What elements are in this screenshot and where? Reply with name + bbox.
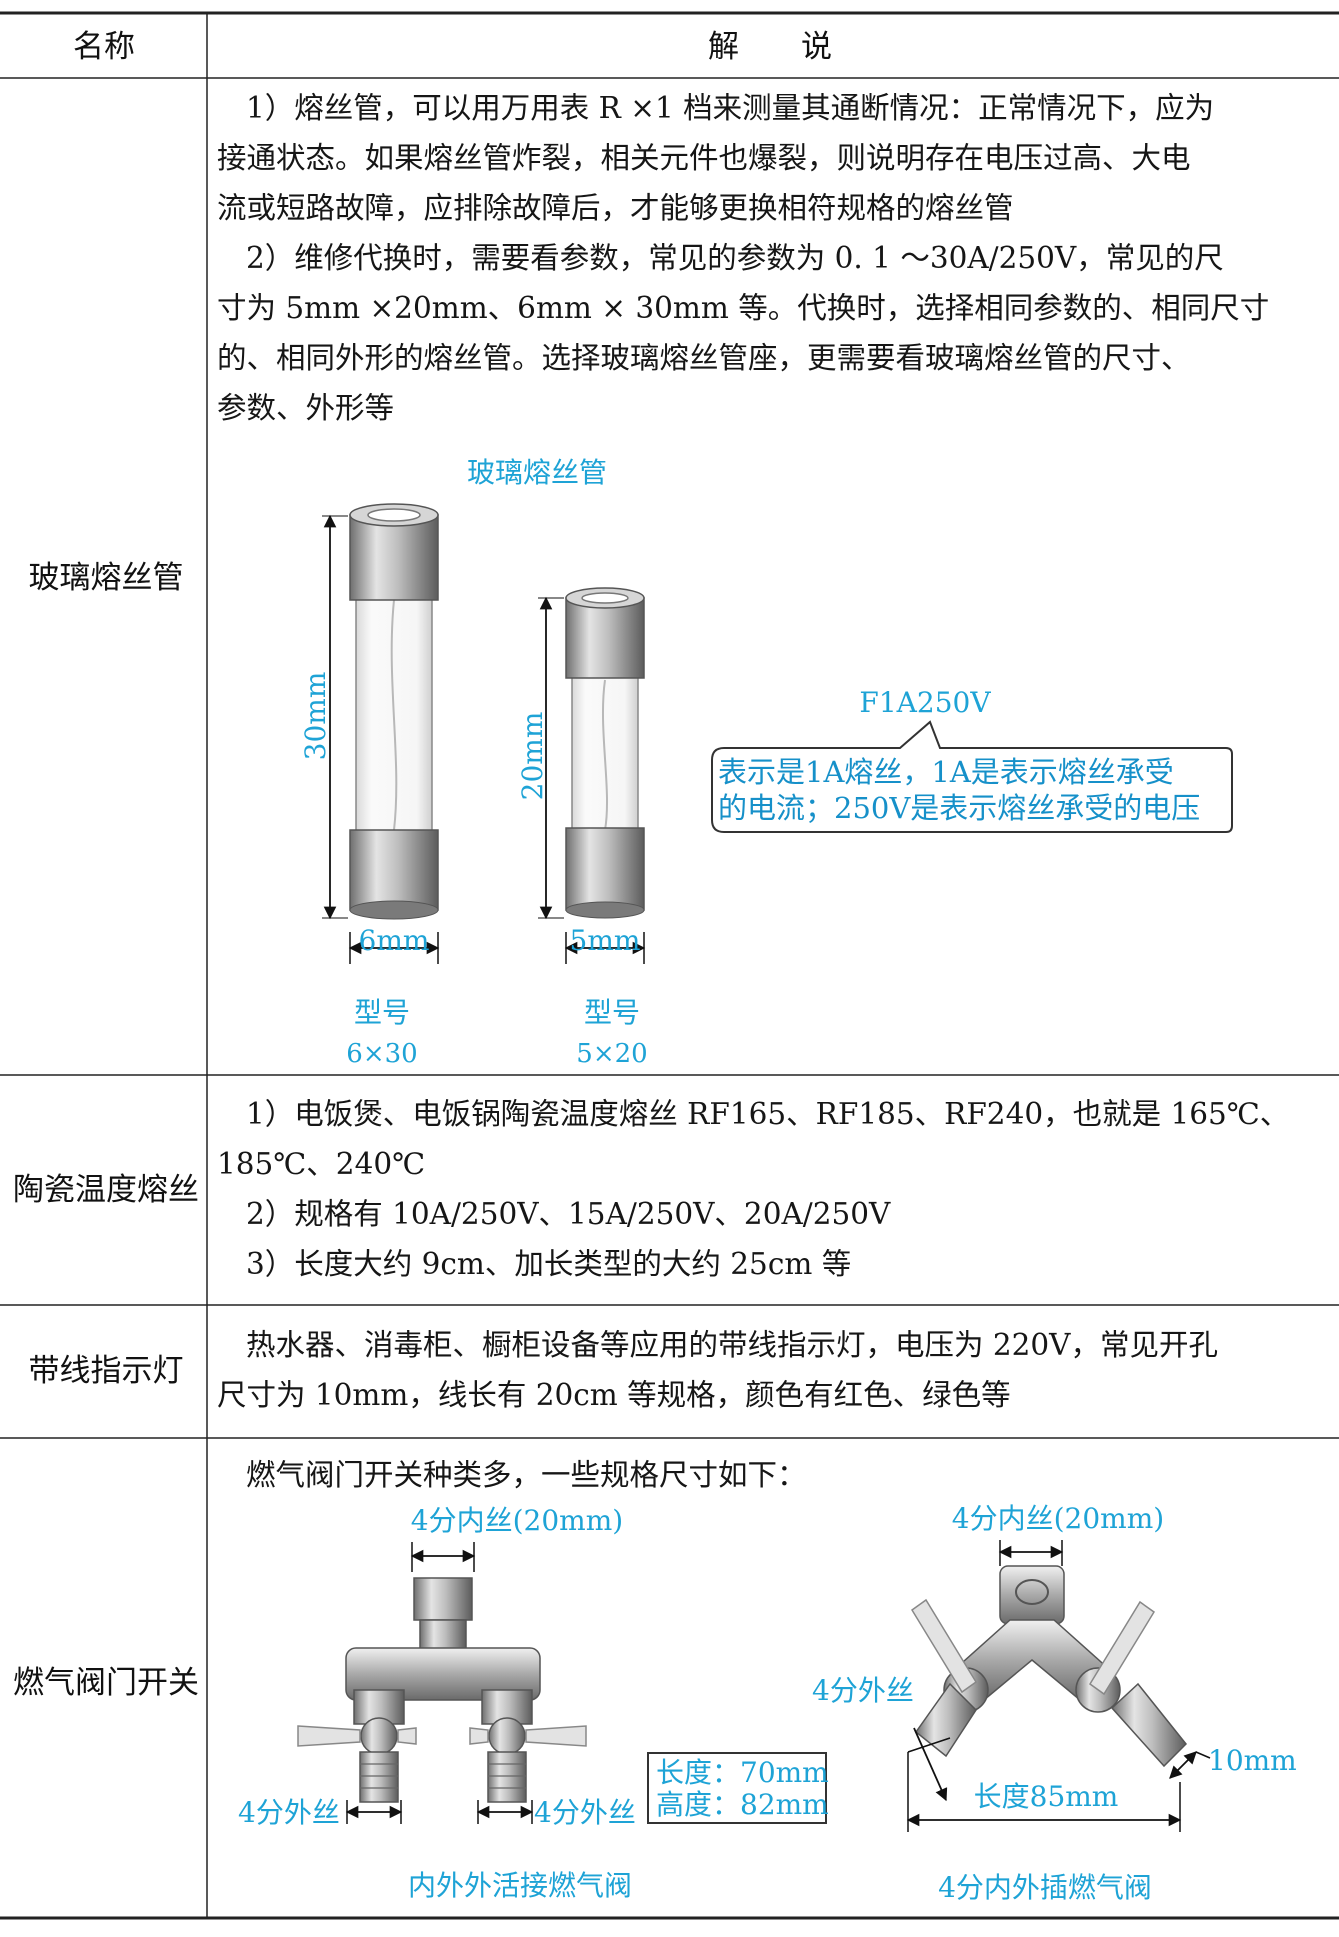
fuse-small-illustration <box>565 587 645 919</box>
fuse-small-model-label: 型号 <box>584 996 640 1029</box>
valve2-figure: 4分内丝(20mm) 4分外丝 10mm 长度85mm 4分内外插燃气阀 <box>812 1502 1297 1904</box>
valve2-caption: 4分内外插燃气阀 <box>938 1871 1152 1904</box>
row-name-ceramic-fuse: 陶瓷温度熔丝 <box>13 1172 199 1208</box>
valve2-left-label: 4分外丝 <box>812 1674 914 1707</box>
paragraph-line: 2）维修代换时，需要看参数，常见的参数为 0. 1 ～30A/250V，常见的尺 <box>246 241 1224 275</box>
figure-title: 玻璃熔丝管 <box>467 456 607 489</box>
valve1-right-label: 4分外丝 <box>534 1796 636 1829</box>
fuse-small-width: 5mm <box>570 924 641 957</box>
row-name-indicator-light: 带线指示灯 <box>29 1353 184 1389</box>
valve1-top-label: 4分内丝(20mm) <box>411 1504 623 1537</box>
fuse-marking: F1A250V <box>859 686 991 719</box>
fuse-large-illustration <box>349 503 439 920</box>
valve1-spec-height: 高度：82mm <box>656 1788 829 1821</box>
callout-line: 的电流；250V是表示熔丝承受的电压 <box>718 791 1200 825</box>
paragraph-line: 3）长度大约 9cm、加长类型的大约 25cm 等 <box>246 1247 851 1281</box>
paragraph-line: 的、相同外形的熔丝管。选择玻璃熔丝管座，更需要看玻璃熔丝管的尺寸、 <box>217 341 1191 375</box>
valve2-right-label: 10mm <box>1208 1744 1297 1777</box>
paragraph-line: 接通状态。如果熔丝管炸裂，相关元件也爆裂，则说明存在电压过高、大电 <box>217 141 1191 175</box>
paragraph-line: 热水器、消毒柜、橱柜设备等应用的带线指示灯，电压为 220V，常见开孔 <box>246 1328 1218 1362</box>
paragraph-line: 流或短路故障，应排除故障后，才能够更换相符规格的熔丝管 <box>217 191 1014 225</box>
row-name-gas-valve: 燃气阀门开关 <box>13 1665 199 1701</box>
valve1-spec-box <box>647 1752 827 1824</box>
valve2-top-label: 4分内丝(20mm) <box>952 1502 1164 1535</box>
callout-bubble <box>711 720 1233 833</box>
fuse-large-length: 30mm <box>299 672 332 761</box>
valve1-spec-length: 长度：70mm <box>656 1756 829 1789</box>
fuse-large-width: 6mm <box>359 924 430 957</box>
paragraph-line: 185℃、240℃ <box>217 1147 425 1181</box>
valve2-length-label: 长度85mm <box>974 1780 1119 1813</box>
paragraph-line: 参数、外形等 <box>217 391 394 425</box>
paragraph-line: 寸为 5mm ×20mm、6mm × 30mm 等。代换时，选择相同参数的、相同… <box>217 291 1269 325</box>
valve1-left-label: 4分外丝 <box>238 1796 340 1829</box>
table-grid <box>0 11 1339 1920</box>
valve2-illustration <box>910 1565 1188 1768</box>
paragraph-line: 尺寸为 10mm，线长有 20cm 等规格，颜色有红色、绿色等 <box>217 1378 1011 1412</box>
valve1-illustration <box>297 1577 587 1803</box>
fuse-large-model: 6×30 <box>346 1039 417 1069</box>
header-desc: 解 说 <box>708 29 832 65</box>
fuse-large-model-label: 型号 <box>354 996 410 1029</box>
paragraph-line: 燃气阀门开关种类多，一些规格尺寸如下： <box>246 1458 807 1492</box>
valve1-figure: 4分内丝(20mm) 4分外丝 <box>238 1504 829 1902</box>
fuse-small-length: 20mm <box>516 712 549 801</box>
paragraph-line: 1）熔丝管，可以用万用表 R ×1 档来测量其通断情况：正常情况下，应为 <box>246 91 1214 125</box>
header-name: 名称 <box>73 29 135 65</box>
glass-fuse-figure: 玻璃熔丝管 30mm 6mm 型号 6×30 <box>299 456 1233 1069</box>
row-name-glass-fuse: 玻璃熔丝管 <box>29 560 184 596</box>
paragraph-line: 2）规格有 10A/250V、15A/250V、20A/250V <box>246 1197 891 1231</box>
paragraph-line: 1）电饭煲、电饭锅陶瓷温度熔丝 RF165、RF185、RF240，也就是 16… <box>246 1097 1289 1131</box>
callout-line: 表示是1A熔丝，1A是表示熔丝承受 <box>718 755 1174 789</box>
valve1-caption: 内外外活接燃气阀 <box>408 1869 632 1902</box>
fuse-small-model: 5×20 <box>576 1039 647 1069</box>
